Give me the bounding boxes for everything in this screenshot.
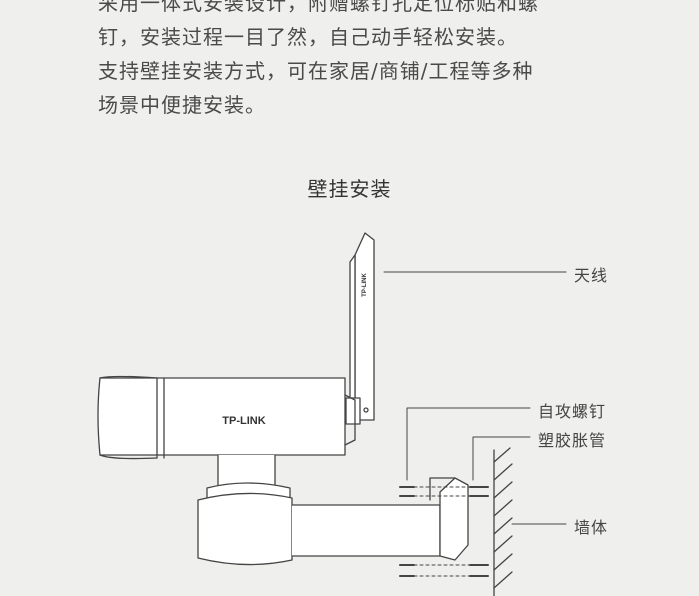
- antenna-logo: TP-LINK: [362, 273, 368, 297]
- intro-line-1: 采用一体式安装设计，附赠螺钉孔定位标贴和螺: [98, 0, 539, 15]
- intro-line-4: 场景中便捷安装。: [98, 93, 266, 117]
- label-anchor: 塑胶胀管: [538, 431, 607, 450]
- leader-lines: [383, 271, 567, 525]
- label-wall: 墙体: [574, 518, 609, 537]
- alignment-lines: [413, 486, 471, 577]
- anchors: [469, 486, 489, 577]
- screws: [399, 486, 415, 577]
- label-antenna: 天线: [574, 266, 609, 285]
- intro-line-3: 支持壁挂安装方式，可在家居/商铺/工程等多种: [98, 59, 534, 83]
- bracket-arm: [197, 477, 469, 566]
- section-title: 壁挂安装: [307, 177, 392, 201]
- wall: [493, 447, 513, 596]
- label-screw: 自攻螺钉: [538, 402, 607, 421]
- intro-line-2: 钉，安装过程一目了然，自己动手轻松安装。: [98, 25, 518, 49]
- intro-text: 采用一体式安装设计，附赠螺钉孔定位标贴和螺 钉，安装过程一目了然，自己动手轻松安…: [98, 0, 658, 122]
- camera-logo: TP-LINK: [222, 415, 265, 427]
- antenna: [345, 232, 375, 425]
